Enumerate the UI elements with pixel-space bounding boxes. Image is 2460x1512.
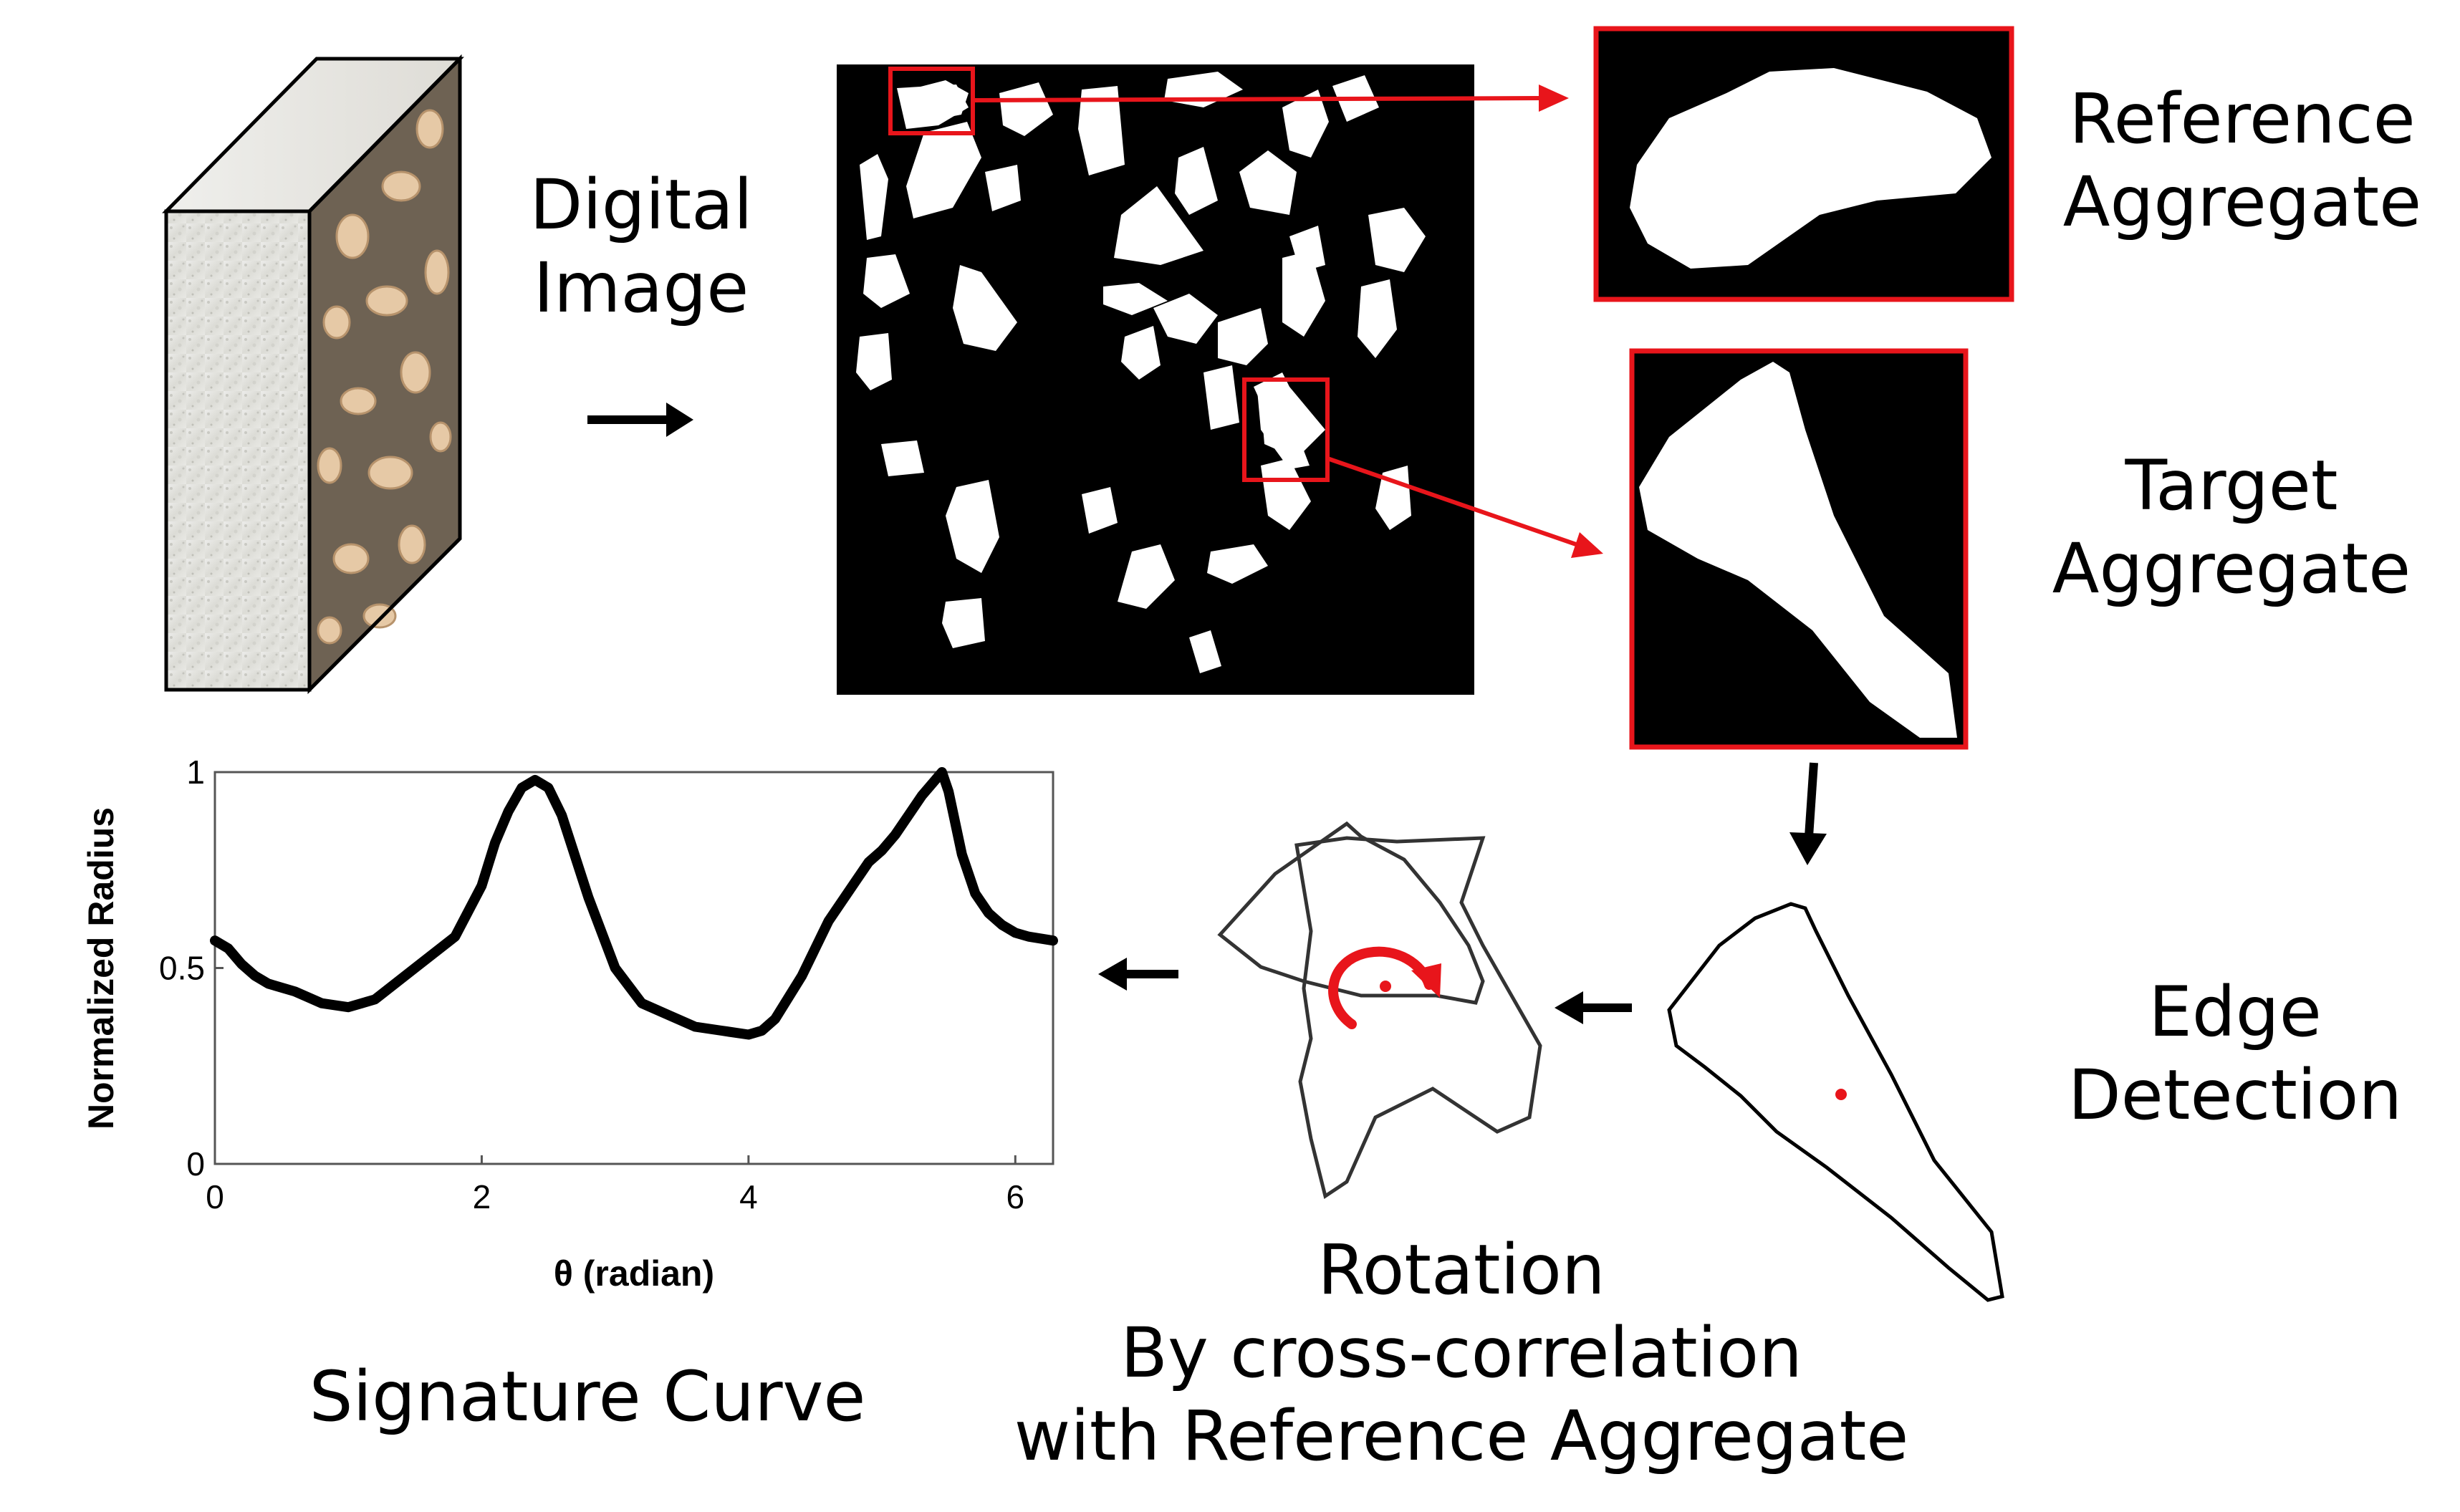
rotation-label-line3: with Reference Aggregate [1014, 1396, 1909, 1476]
target-aggregate-label-line1: Target [2125, 446, 2338, 526]
chart-x-axis-label: θ (radian) [554, 1253, 714, 1294]
x-tick-label: 2 [473, 1178, 491, 1215]
centroid-dot [1835, 1089, 1847, 1100]
chart-y-axis-label: Normalized Radius [81, 807, 121, 1130]
target-aggregate-label: Target Aggregate [2027, 444, 2436, 610]
rotation-arrow-icon [1328, 946, 1434, 1029]
target-aggregate-blob [1257, 383, 1310, 469]
rotation-label: Rotation By cross-correlation with Refer… [989, 1228, 1934, 1478]
target-aggregate-label-line2: Aggregate [2052, 529, 2411, 609]
edge-detection-label-line1: Edge [2148, 972, 2322, 1052]
target-highlight-box [1242, 377, 1330, 482]
arrow-to-signature-curve [1098, 958, 1178, 991]
rotation-label-line2: By cross-correlation [1120, 1313, 1802, 1393]
x-tick-label: 4 [739, 1178, 758, 1215]
signature-curve-chart: 0 2 4 6 0 0.5 1 Normalized Radius θ (radian) [81, 753, 1058, 1294]
x-tick-label: 0 [206, 1178, 224, 1215]
edge-detection-label-line2: Detection [2067, 1055, 2403, 1135]
digital-image-label: Digital Image [501, 163, 781, 329]
reference-aggregate-zoom [1593, 26, 2014, 302]
y-tick-label: 0.5 [159, 950, 205, 987]
rotation-centroid-dot [1380, 981, 1391, 992]
y-tick-label: 1 [186, 753, 205, 791]
reference-aggregate-label-line2: Aggregate [2062, 162, 2422, 242]
edge-detection-label: Edge Detection [2034, 971, 2436, 1137]
rotation-overlay [1217, 821, 1542, 1200]
signature-curve-line [210, 767, 1058, 1040]
digital-image-label-line2: Image [533, 248, 749, 328]
arrow-to-edge-detection [1789, 762, 1827, 865]
reference-highlight-box [888, 67, 975, 135]
block-front-face [164, 209, 312, 692]
zoom-connector-arrows [972, 85, 1603, 558]
y-tick-label: 0 [186, 1145, 205, 1183]
signature-curve-label: Signature Curve [309, 1357, 866, 1437]
target-aggregate-zoom [1629, 348, 1969, 750]
reference-aggregate-label-line1: Reference [2069, 79, 2416, 159]
reference-aggregate-label: Reference Aggregate [2034, 77, 2450, 244]
arrow-to-rotation [1555, 991, 1632, 1024]
rotation-label-line1: Rotation [1317, 1230, 1605, 1310]
x-tick-label: 6 [1006, 1178, 1025, 1215]
arrow-to-digital-image [587, 403, 693, 437]
binary-aggregate-image [837, 64, 1474, 695]
block-side-aggregates [317, 109, 452, 645]
digital-image-label-line1: Digital [529, 165, 753, 245]
reference-aggregate-blob [901, 80, 969, 122]
chart-plot-frame [213, 771, 1054, 1165]
concrete-specimen-block [162, 54, 464, 695]
edge-detection-outline [1667, 902, 2004, 1302]
